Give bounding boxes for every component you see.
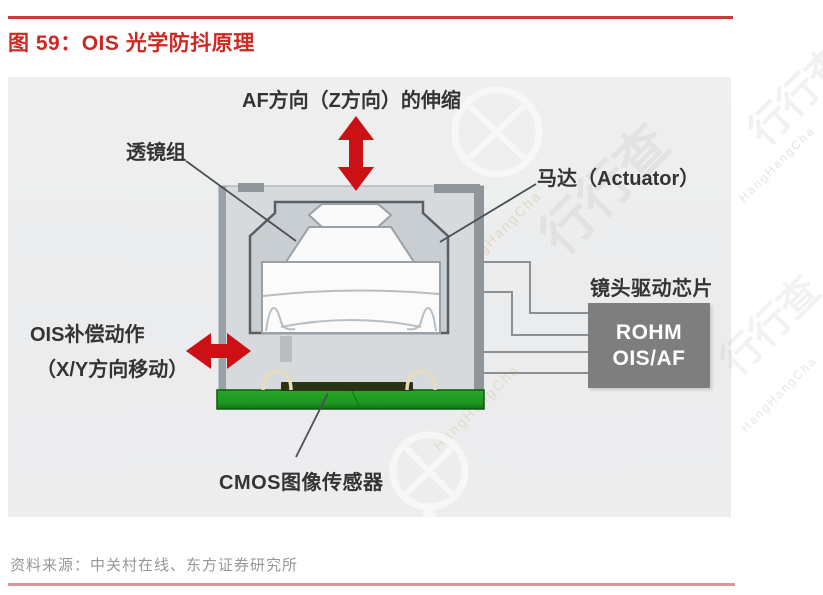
rohm-driver-chip-box: ROHM OIS/AF — [588, 303, 710, 388]
chip-name-line2: OIS/AF — [612, 346, 686, 370]
watermark-en-text: HangHangCha — [736, 123, 818, 205]
ois-compensation-label-line2: （X/Y方向移动） — [36, 359, 189, 381]
lens-group-label: 透镜组 — [126, 142, 186, 164]
watermark-cn-text: 行行查 — [740, 37, 823, 154]
figure-title: 图 59：OIS 光学防抖原理 — [8, 32, 255, 55]
cmos-sensor-label: CMOS图像传感器 — [219, 472, 384, 494]
footer-red-rule — [8, 583, 735, 586]
chip-name-line1: ROHM — [615, 320, 683, 344]
af-direction-label: AF方向（Z方向）的伸缩 — [242, 90, 461, 112]
lens-driver-chip-label: 镜头驱动芯片 — [590, 278, 713, 300]
ois-compensation-label-line1: OIS补偿动作 — [30, 324, 145, 346]
watermark-en-text: HangHangCha — [738, 353, 820, 435]
actuator-label: 马达（Actuator） — [537, 168, 700, 190]
header-red-rule — [8, 16, 733, 19]
source-note: 资料来源：中关村在线、东方证券研究所 — [10, 557, 299, 574]
